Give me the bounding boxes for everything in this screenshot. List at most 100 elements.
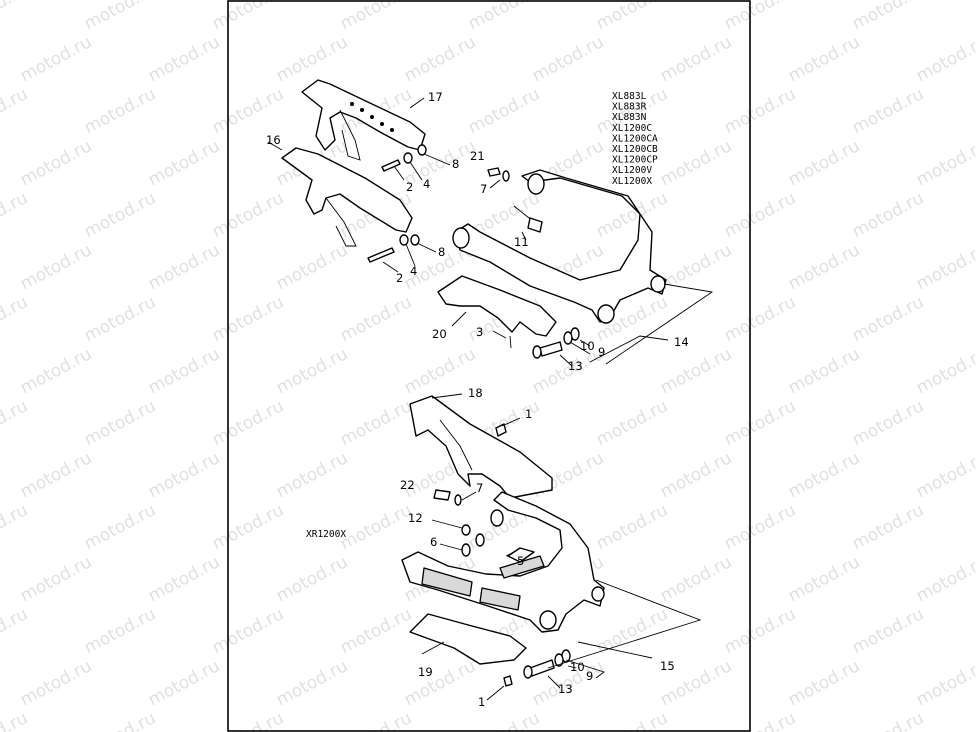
watermark-text: motod.ru	[913, 448, 976, 502]
watermark-text: motod.ru	[849, 84, 927, 138]
callout-8: 8	[452, 157, 459, 171]
watermark-text: motod.ru	[17, 136, 95, 190]
watermark-text: motod.ru	[17, 552, 95, 606]
callout-4: 4	[423, 177, 430, 191]
watermark-text: motod.ru	[17, 448, 95, 502]
watermark-text: motod.ru	[465, 0, 543, 34]
model-label: XL883R	[612, 102, 647, 113]
watermark-text: motod.ru	[849, 188, 927, 242]
model-label: XL1200C	[612, 123, 652, 134]
callout-1: 1	[525, 407, 532, 421]
model-label: XL1200CP	[612, 155, 658, 166]
watermark-text: motod.ru	[657, 552, 735, 606]
callout-1: 1	[478, 695, 485, 709]
watermark-text: motod.ru	[785, 448, 863, 502]
watermark-text: motod.ru	[593, 708, 671, 732]
watermark-text: motod.ru	[849, 0, 927, 34]
callout-20: 20	[432, 327, 447, 341]
lower-guard-20	[437, 275, 557, 337]
callout-3: 3	[476, 325, 483, 339]
callout-9: 9	[586, 669, 593, 683]
callout-11: 11	[514, 235, 529, 249]
watermark-text: motod.ru	[0, 708, 31, 732]
watermark-text: motod.ru	[337, 0, 415, 34]
watermark-text: motod.ru	[81, 708, 159, 732]
callout-19: 19	[418, 665, 433, 679]
bottom-assembly: XR1200X 18 1 22 7 12 6 5 15 19 10 9 13 1	[306, 386, 702, 709]
watermark-text: motod.ru	[81, 396, 159, 450]
callout-22: 22	[400, 478, 415, 492]
model-label: XL1200CA	[612, 133, 658, 144]
callout-14: 14	[674, 335, 689, 349]
watermark-text: motod.ru	[0, 604, 31, 658]
watermark-text: motod.ru	[273, 240, 351, 294]
watermark-text: motod.ru	[465, 708, 543, 732]
watermark-text: motod.ru	[0, 188, 31, 242]
watermark-text: motod.ru	[0, 0, 31, 34]
watermark-text: motod.ru	[849, 500, 927, 554]
watermark-text: motod.ru	[401, 656, 479, 710]
watermark-text: motod.ru	[81, 188, 159, 242]
watermark-text: motod.ru	[0, 292, 31, 346]
watermark-text: motod.ru	[273, 656, 351, 710]
watermark-text: motod.ru	[849, 396, 927, 450]
watermark-text: motod.ru	[465, 84, 543, 138]
belt-guard-17	[301, 79, 426, 151]
callout-13: 13	[568, 359, 583, 373]
watermark-text: motod.ru	[145, 656, 223, 710]
watermark-text: motod.ru	[209, 84, 287, 138]
callout-18: 18	[468, 386, 483, 400]
watermark-text: motod.ru	[593, 0, 671, 34]
lower-guard-19	[409, 613, 527, 665]
belt-guard-16	[281, 147, 413, 233]
watermark-text: motod.ru	[337, 292, 415, 346]
watermark-text: motod.ru	[17, 656, 95, 710]
model-label: XL883N	[612, 112, 647, 123]
watermark-text: motod.ru	[209, 604, 287, 658]
watermark-text: motod.ru	[593, 396, 671, 450]
callout-7: 7	[480, 182, 487, 196]
watermark-text: motod.ru	[0, 500, 31, 554]
callout-4: 4	[410, 264, 417, 278]
watermark-text: motod.ru	[81, 0, 159, 34]
watermark-text: motod.ru	[145, 552, 223, 606]
watermark-text: motod.ru	[401, 32, 479, 86]
model-label: XL883L	[612, 91, 647, 102]
watermark-text: motod.ru	[145, 240, 223, 294]
watermark-text: motod.ru	[785, 240, 863, 294]
watermark-text: motod.ru	[721, 500, 799, 554]
watermark-text: motod.ru	[337, 708, 415, 732]
watermark-text: motod.ru	[209, 188, 287, 242]
watermark-text: motod.ru	[273, 552, 351, 606]
guard-holes-17	[350, 102, 394, 132]
callout-10: 10	[570, 660, 585, 674]
swingarm-15	[401, 491, 605, 633]
watermark-text: motod.ru	[913, 656, 976, 710]
watermark-text: motod.ru	[145, 344, 223, 398]
watermark-text: motod.ru	[721, 292, 799, 346]
callout-2: 2	[406, 180, 413, 194]
callout-9: 9	[598, 345, 605, 359]
watermark-text: motod.ru	[721, 708, 799, 732]
watermark-text: motod.ru	[81, 292, 159, 346]
leader-lines-top	[267, 97, 714, 367]
watermark-text: motod.ru	[721, 84, 799, 138]
watermark-text: motod.ru	[657, 344, 735, 398]
watermark-text: motod.ru	[721, 188, 799, 242]
watermark-text: motod.ru	[209, 708, 287, 732]
callout-16: 16	[266, 133, 281, 147]
watermark-text: motod.ru	[17, 32, 95, 86]
watermark-text: motod.ru	[785, 656, 863, 710]
model-label: XL1200X	[612, 176, 652, 187]
callout-5: 5	[517, 554, 524, 568]
watermark-text: motod.ru	[209, 292, 287, 346]
watermark-text: motod.ru	[785, 344, 863, 398]
watermark-text: motod.ru	[657, 240, 735, 294]
watermark-text: motod.ru	[17, 344, 95, 398]
watermark-text: motod.ru	[913, 136, 976, 190]
fasteners-top	[367, 144, 451, 273]
model-label: XL1200V	[612, 165, 652, 176]
